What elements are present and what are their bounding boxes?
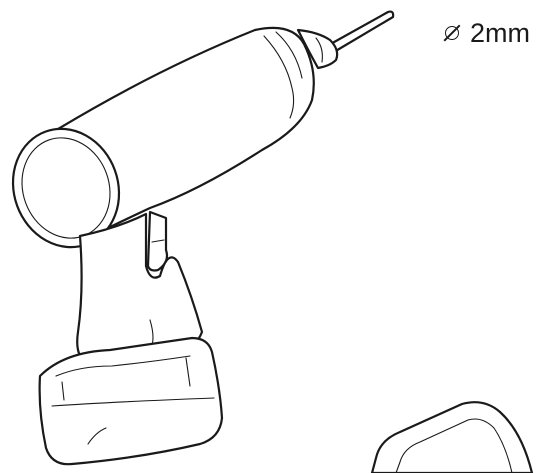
drill-battery-pack — [38, 336, 224, 466]
drill-trigger — [146, 210, 169, 272]
diameter-icon — [444, 25, 460, 41]
drill-bit — [325, 10, 395, 54]
bit-size-label: 2mm — [444, 20, 530, 47]
drill-chuck — [296, 28, 339, 70]
charger-partial — [370, 401, 534, 473]
bit-size-value: 2mm — [470, 18, 530, 48]
